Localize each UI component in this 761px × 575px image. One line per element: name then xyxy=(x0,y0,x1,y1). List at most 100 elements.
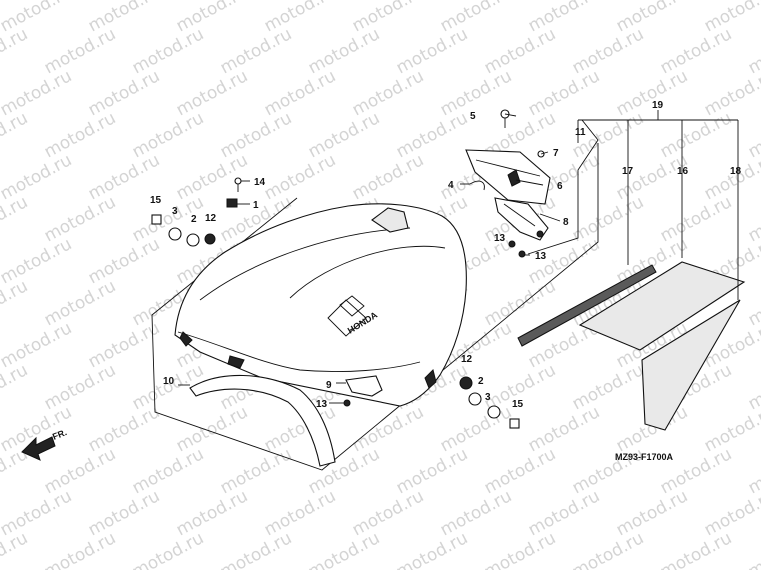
leader-lines xyxy=(178,110,739,404)
watermark-text: motod.ru xyxy=(85,486,163,540)
watermark-text: motod.ru xyxy=(0,276,31,330)
watermark-text: motod.ru xyxy=(349,150,427,204)
watermark-text: motod.ru xyxy=(41,276,119,330)
grommet-12a xyxy=(204,233,216,245)
stay-bracket xyxy=(345,375,383,397)
watermark-text: motod.ru xyxy=(569,192,647,246)
watermark-text: motod.ru xyxy=(525,402,603,456)
watermark-text: motod.ru xyxy=(349,66,427,120)
watermark-text: motod.ru xyxy=(217,108,295,162)
watermark-text: motod.ru xyxy=(0,360,31,414)
callout-18: 18 xyxy=(730,166,742,177)
watermark-text: motod.ru xyxy=(85,234,163,288)
assembly-outline xyxy=(151,143,599,471)
watermark-text: motod.ru xyxy=(41,528,119,570)
watermark-text: motod.ru xyxy=(85,402,163,456)
watermark-text: motod.ru xyxy=(745,360,761,414)
watermark-text: motod.ru xyxy=(261,66,339,120)
callout-10: 10 xyxy=(163,376,175,387)
watermark-text: motod.ru xyxy=(437,486,515,540)
watermark-text: motod.ru xyxy=(657,108,735,162)
watermark-text: motod.ru xyxy=(569,360,647,414)
watermark-text: motod.ru xyxy=(569,24,647,78)
screw-13a xyxy=(343,399,351,407)
bolt-15b xyxy=(509,418,520,429)
bolt-15a xyxy=(151,214,162,225)
callout-7: 7 xyxy=(553,148,559,159)
watermark-text: motod.ru xyxy=(173,66,251,120)
callout-2b: 2 xyxy=(478,376,484,387)
callout-13b: 13 xyxy=(494,233,506,244)
watermark-text: motod.ru xyxy=(217,528,295,570)
watermark-text: motod.ru xyxy=(129,24,207,78)
watermark-text: motod.ru xyxy=(657,24,735,78)
watermark-text: motod.ru xyxy=(85,318,163,372)
callout-14: 14 xyxy=(254,177,266,188)
watermark-text: motod.ru xyxy=(613,150,691,204)
watermark-text: motod.ru xyxy=(745,24,761,78)
callout-12b: 12 xyxy=(461,354,473,365)
bolt-14 xyxy=(234,177,242,185)
callout-19: 19 xyxy=(652,100,664,111)
watermark-text: motod.ru xyxy=(85,66,163,120)
side-trim xyxy=(641,299,741,431)
watermark-text: motod.ru xyxy=(173,486,251,540)
screw-13b xyxy=(508,240,516,248)
watermark-text: motod.ru xyxy=(525,66,603,120)
watermark-text: motod.ru xyxy=(0,192,31,246)
callout-11: 11 xyxy=(575,127,586,138)
watermark-text: motod.ru xyxy=(41,192,119,246)
watermark-text: motod.ru xyxy=(393,108,471,162)
watermark-text: motod.ru xyxy=(657,192,735,246)
watermark-text: motod.ru xyxy=(129,528,207,570)
watermark-text: motod.ru xyxy=(745,528,761,570)
callout-13c: 13 xyxy=(535,251,547,262)
watermark-text: motod.ru xyxy=(217,24,295,78)
watermark-text: motod.ru xyxy=(173,150,251,204)
watermark-text: motod.ru xyxy=(305,108,383,162)
watermark-text: motod.ru xyxy=(305,24,383,78)
callout-4: 4 xyxy=(448,180,454,191)
callout-17: 17 xyxy=(622,166,634,177)
watermark-text: motod.ru xyxy=(745,108,761,162)
callout-12a: 12 xyxy=(205,213,217,224)
seat-cowl: HONDA xyxy=(174,203,467,407)
callout-15a: 15 xyxy=(150,195,162,206)
callout-6: 6 xyxy=(557,181,563,192)
watermark-text: motod.ru xyxy=(261,150,339,204)
pad xyxy=(578,261,746,351)
watermark-text: motod.ru xyxy=(0,486,75,540)
watermark-text: motod.ru xyxy=(261,486,339,540)
watermark-text: motod.ru xyxy=(393,528,471,570)
screw-13c xyxy=(518,250,526,258)
watermark-text: motod.ru xyxy=(0,234,75,288)
watermark-text: motod.ru xyxy=(349,402,427,456)
watermark-text: motod.ru xyxy=(745,192,761,246)
watermark-text: motod.ru xyxy=(437,402,515,456)
rubber-2a xyxy=(186,233,200,247)
watermark-text: motod.ru xyxy=(349,486,427,540)
callout-3b: 3 xyxy=(485,392,491,403)
seal-strip xyxy=(517,264,657,347)
watermark-text: motod.ru xyxy=(745,444,761,498)
watermark-text: motod.ru xyxy=(481,444,559,498)
watermark-text: motod.ru xyxy=(305,528,383,570)
watermark-text: motod.ru xyxy=(657,528,735,570)
watermark-text: motod.ru xyxy=(41,444,119,498)
watermark-text: motod.ru xyxy=(173,402,251,456)
watermark-text: motod.ru xyxy=(41,108,119,162)
watermark-text: motod.ru xyxy=(0,150,75,204)
hardware-parts xyxy=(151,109,545,429)
grommet-12b xyxy=(459,376,473,390)
watermark-text: motod.ru xyxy=(0,318,75,372)
watermark-text: motod.ru xyxy=(613,486,691,540)
watermark-text: motod.ru xyxy=(393,444,471,498)
watermark-text: motod.ru xyxy=(0,24,31,78)
watermark-text: motod.ru xyxy=(129,108,207,162)
diagram-code: MZ93-F1700A xyxy=(615,452,674,462)
grab-rail xyxy=(189,374,336,467)
collar-3b xyxy=(487,405,501,419)
watermark-text: motod.ru xyxy=(745,276,761,330)
